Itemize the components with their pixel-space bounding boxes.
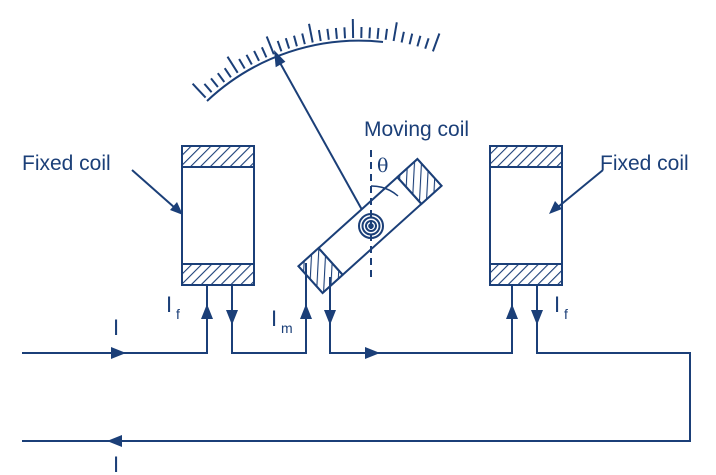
arrow-if-left-down	[226, 310, 238, 325]
fixed-coil-left-label: Fixed coil	[22, 152, 111, 175]
scale-tick	[376, 27, 380, 39]
arrow-wire-mid	[365, 347, 380, 359]
arrow-if-right-up	[506, 304, 518, 319]
scale-tick	[245, 54, 253, 65]
label-arrowhead-left	[170, 202, 183, 215]
scale-tick	[210, 77, 219, 88]
theta-label: θ	[377, 155, 388, 177]
scale-tick	[326, 28, 330, 40]
scale-tick	[191, 83, 207, 99]
arrow-main-in	[111, 347, 126, 359]
if-left-label: I	[166, 292, 172, 317]
scale-tick	[203, 83, 213, 93]
theta-marker	[370, 185, 399, 197]
label-arrowhead-right	[549, 201, 562, 214]
scale-tick	[226, 56, 239, 74]
scale-tick	[293, 35, 298, 47]
arrow-if-left-up	[201, 304, 213, 319]
fixed-coil-right	[489, 145, 563, 286]
arrow-if-right-down	[531, 310, 543, 325]
scale-tick	[276, 40, 283, 52]
moving-coil-label: Moving coil	[364, 118, 469, 141]
pointer-needle	[278, 60, 372, 227]
scale-tick	[431, 33, 441, 52]
label-arrow-left	[131, 169, 176, 209]
arrow-im-up	[300, 304, 312, 319]
fixed-coil-left	[181, 145, 255, 286]
scale-tick	[238, 58, 246, 70]
current-out-label: I	[113, 452, 119, 475]
scale-tick	[260, 46, 268, 58]
scale-tick	[400, 31, 405, 43]
scale-tick	[308, 23, 314, 43]
scale-tick	[301, 33, 306, 45]
label-arrow-right	[557, 169, 604, 208]
scale-tick	[343, 27, 346, 39]
scale-tick	[424, 37, 430, 50]
scale-tick	[265, 36, 275, 55]
scale-tick	[416, 35, 422, 47]
scale-tick	[317, 29, 322, 42]
im-label: I	[271, 306, 277, 331]
pointer-arrowhead	[274, 50, 286, 68]
scale-tick	[408, 33, 414, 45]
arrow-main-out	[107, 435, 122, 447]
im-subscript: m	[281, 320, 293, 336]
scale-tick	[253, 50, 260, 62]
scale-tick	[223, 67, 232, 78]
scale-arc	[191, 18, 441, 102]
scale-tick	[384, 28, 388, 40]
scale-tick	[368, 27, 371, 39]
if-right-label: I	[554, 292, 560, 317]
wire-input-path	[22, 263, 691, 442]
scale-tick	[334, 27, 338, 39]
fixed-coil-right-label: Fixed coil	[600, 152, 689, 175]
scale-tick	[284, 37, 291, 49]
if-right-subscript: f	[564, 306, 568, 322]
arrow-im-down	[324, 310, 336, 325]
scale-ticks	[191, 18, 441, 99]
scale-tick	[392, 22, 398, 42]
current-in-label: I	[113, 315, 119, 340]
scale-tick	[216, 72, 226, 83]
if-left-subscript: f	[176, 306, 180, 322]
